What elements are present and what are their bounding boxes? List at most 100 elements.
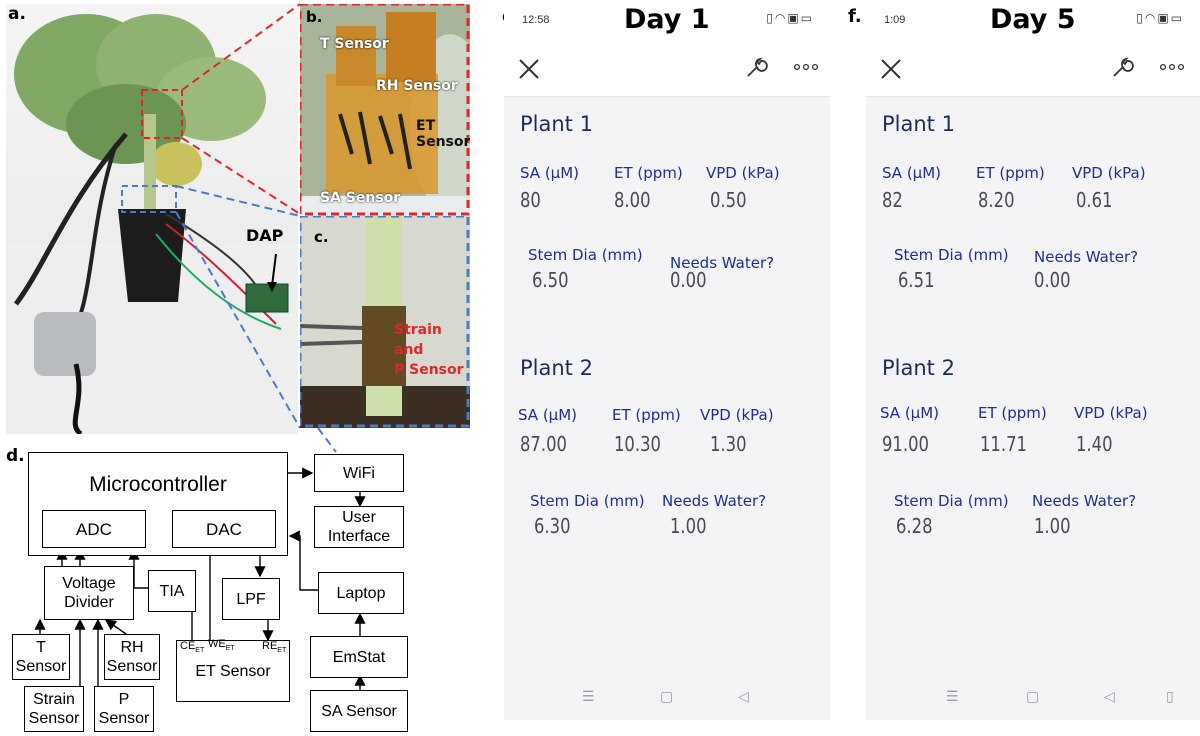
plant1-vpd-label: VPD (kPa) (1072, 164, 1146, 182)
battery-icon: ▭ (800, 11, 814, 25)
plant1-title: Plant 1 (520, 112, 593, 136)
tia-label: TIA (159, 582, 185, 600)
dac-block: DAC (172, 510, 276, 548)
more-dots-icon[interactable] (1160, 62, 1184, 72)
voltage-divider-line1: Voltage (62, 575, 116, 592)
phone-screen-day5: 1:09 ▯◠▣▭ Day 5 Plant 1 SA (µM) ET (ppm)… (866, 0, 1200, 720)
plant2-vpd-value: 1.40 (1076, 432, 1113, 456)
et-sensor-block: ET Sensor (176, 640, 290, 702)
rh-sensor-line2: Sensor (106, 658, 158, 675)
back-icon[interactable]: ◁ (1104, 688, 1115, 704)
plant2-et-value: 10.30 (614, 432, 661, 456)
plant1-sa-label: SA (µM) (882, 164, 942, 182)
plant1-water-value: 0.00 (670, 268, 707, 292)
plant2-water-value: 1.00 (670, 514, 707, 538)
menu-icon[interactable]: ☰ (582, 688, 595, 704)
plant1-vpd-value: 0.61 (1076, 188, 1113, 212)
plant1-sa-value: 80 (520, 188, 541, 212)
rh-sensor-line1: RH (120, 639, 144, 656)
dap-label: DAP (246, 226, 284, 245)
plant1-water-label: Needs Water? (670, 254, 775, 272)
status-bar: 12:58 ▯◠▣▭ (504, 0, 830, 42)
plant2-vpd-value: 1.30 (710, 432, 747, 456)
plant1-sa-value: 82 (882, 188, 903, 212)
home-icon[interactable]: ▢ (1026, 688, 1040, 704)
plant1-stem-label: Stem Dia (mm) (528, 246, 643, 264)
system-nav-bar: ☰ ▢ ◁ (504, 676, 830, 720)
app-toolbar (504, 42, 830, 97)
day-title: Day 1 (624, 4, 710, 35)
plant2-stem-value: 6.28 (896, 514, 933, 538)
p-sensor-line2: Sensor (98, 710, 150, 727)
plant2-sa-value: 91.00 (882, 432, 929, 456)
t-sensor-block: T Sensor (12, 634, 70, 680)
callout-lines (175, 3, 337, 453)
plant1-vpd-value: 0.50 (710, 188, 747, 212)
user-interface-line2: Interface (327, 528, 391, 545)
phone-screen-day1: 12:58 ▯◠▣▭ Day 1 Plant 1 SA (µM) ET (ppm… (504, 0, 830, 720)
panel-label-b: b. (306, 8, 323, 26)
plant2-stem-label: Stem Dia (mm) (530, 492, 645, 510)
laptop-block: Laptop (318, 572, 404, 614)
plant1-et-value: 8.00 (614, 188, 651, 212)
emstat-block: EmStat (310, 636, 408, 678)
sensor-patch-drawing (300, 4, 470, 216)
wifi-icon: ◠ (1144, 11, 1158, 25)
back-icon[interactable]: ◁ (738, 688, 749, 704)
plant1-stem-value: 6.51 (898, 268, 935, 292)
stem-sensor-photo: Strain and P Sensor (300, 216, 470, 428)
t-sensor-line1: T (36, 639, 46, 656)
plant1-water-value: 0.00 (1034, 268, 1071, 292)
status-icons: ▯◠▣▭ (1136, 11, 1184, 25)
dac-label: DAC (206, 519, 242, 539)
plant2-et-label: ET (ppm) (612, 406, 681, 424)
user-interface-block: User Interface (314, 506, 404, 548)
wrench-icon[interactable] (744, 56, 768, 80)
wifi-block: WiFi (314, 454, 404, 492)
user-interface-line1: User (342, 509, 376, 526)
strain-sensor-block: Strain Sensor (24, 686, 84, 732)
panel-label-f: f. (848, 6, 862, 27)
plant1-water-label: Needs Water? (1034, 248, 1139, 266)
plant2-water-label: Needs Water? (1032, 492, 1137, 510)
plant2-sa-label: SA (µM) (518, 406, 578, 424)
t-sensor-line2: Sensor (15, 658, 67, 675)
app-toolbar (866, 42, 1200, 97)
block-diagram-wires (34, 467, 366, 690)
menu-icon[interactable]: ☰ (946, 688, 959, 704)
plant1-title: Plant 1 (882, 112, 955, 136)
plant2-vpd-label: VPD (kPa) (1074, 404, 1148, 422)
stem-sensor-drawing (300, 216, 470, 428)
vibrate-icon: ▯ (766, 11, 775, 25)
lpf-block: LPF (222, 578, 280, 620)
status-bar: 1:09 ▯◠▣▭ (866, 0, 1200, 42)
close-icon[interactable] (880, 58, 902, 80)
home-icon[interactable]: ▢ (660, 688, 674, 704)
plant2-et-value: 11.71 (980, 432, 1027, 456)
voltage-divider-block: Voltage Divider (44, 566, 134, 620)
rh-sensor-label: RH Sensor (376, 78, 458, 94)
wrench-icon[interactable] (1110, 56, 1134, 80)
plant1-et-value: 8.20 (978, 188, 1015, 212)
more-dots-icon[interactable] (794, 62, 818, 72)
adc-label: ADC (76, 519, 112, 539)
plant2-vpd-label: VPD (kPa) (700, 406, 774, 424)
ce-text: CE (180, 640, 196, 652)
plant1-stem-label: Stem Dia (mm) (894, 246, 1009, 264)
et-sensor-label: ET Sensor (416, 118, 470, 150)
vibrate-icon[interactable]: ▯ (1166, 688, 1174, 704)
strain-sensor-line1: Strain (33, 691, 75, 708)
sim-icon: ▣ (787, 11, 801, 25)
strain-p-sensor-label: Strain and P Sensor (394, 320, 470, 380)
day-title: Day 5 (990, 4, 1076, 35)
plant2-water-label: Needs Water? (662, 492, 767, 510)
re-electrode-label: REET (262, 640, 286, 654)
close-icon[interactable] (518, 58, 540, 80)
vibrate-icon: ▯ (1136, 11, 1145, 25)
plant1-vpd-label: VPD (kPa) (706, 164, 780, 182)
laptop-label: Laptop (336, 584, 386, 602)
voltage-divider-line2: Divider (64, 594, 114, 611)
microcontroller-label: Microcontroller (89, 473, 227, 496)
plant1-et-label: ET (ppm) (614, 164, 683, 182)
sa-sensor-label: SA Sensor (320, 190, 401, 206)
